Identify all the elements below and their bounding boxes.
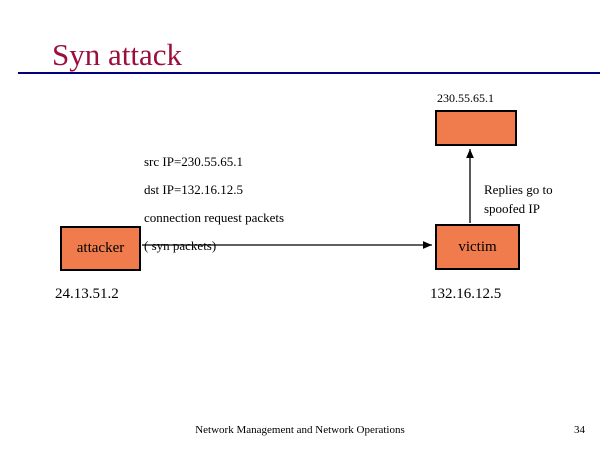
packet-note-dst-ip: dst IP=132.16.12.5: [144, 182, 244, 197]
victim-ip-label: 132.16.12.5: [430, 286, 502, 302]
packet-note-connection-request: connection request packets: [144, 210, 285, 225]
packet-note-src-ip: src IP=230.55.65.1: [144, 154, 244, 169]
packet-note-syn-packets: ( syn packets): [144, 238, 217, 253]
replies-spoofed-ip-note: Replies go to spoofed IP: [484, 182, 553, 216]
attacker-host-box[interactable]: attacker: [60, 226, 141, 271]
packet-annotation-block: src IP=230.55.65.1 dst IP=132.16.12.5 co…: [144, 148, 284, 260]
spoofed-host-ip-label: 230.55.65.1: [437, 91, 494, 105]
spoofed-host-box[interactable]: [435, 110, 517, 146]
victim-host-label: victim: [458, 238, 497, 255]
title-underline-rule: [18, 72, 600, 74]
victim-host-box[interactable]: victim: [435, 224, 520, 270]
page-number: 34: [574, 424, 585, 436]
attacker-host-label: attacker: [76, 240, 125, 256]
attacker-ip-label: 24.13.51.2: [55, 286, 119, 302]
page-title: Syn attack: [52, 37, 182, 72]
footer-text: Network Management and Network Operation…: [195, 424, 405, 436]
